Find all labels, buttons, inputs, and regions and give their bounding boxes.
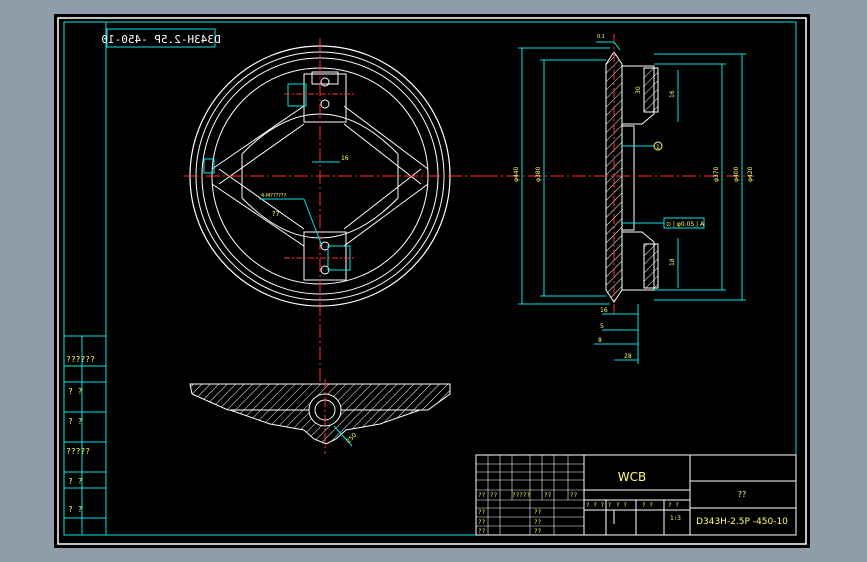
tb-cell: ????? xyxy=(512,492,530,499)
tb-cell: ? ? ? ? xyxy=(586,502,612,509)
tb-cell: ? ? xyxy=(616,502,627,509)
left-label: ? ? xyxy=(68,387,83,396)
top-mark: 0.1 xyxy=(597,34,605,40)
tolerance-text: ⊙ | φ0.05 | A xyxy=(666,221,705,228)
corner-code-text: D343H-2.5P -450-10 xyxy=(101,33,220,46)
tb-cell: ?? xyxy=(544,492,552,499)
tb-cell: ? ? xyxy=(642,502,653,509)
drawing-sheet: ?????? ? ? ? ? ????? ? ? ? ? D343H-2.5P … xyxy=(54,14,810,548)
balloon: 1 xyxy=(656,144,660,151)
part-name: ?? xyxy=(738,490,747,499)
left-label: ?????? xyxy=(66,355,95,364)
drawing-number: D343H-2.5P -450-10 xyxy=(696,517,788,527)
tb-cell: ?? xyxy=(534,509,542,516)
inner-frame xyxy=(63,21,797,536)
section-dim: 250 xyxy=(345,432,358,445)
side-view: 0.1 ⊙ | φ0.05 | A 1 xyxy=(484,34,754,364)
front-note-sub: ?? xyxy=(272,210,280,218)
tb-cell: ?? xyxy=(478,519,486,526)
tb-cell: ?? xyxy=(478,528,486,535)
corner-code-box xyxy=(106,28,216,48)
side-dim-small: 16 xyxy=(600,307,608,314)
side-dim-small: 5 xyxy=(600,323,604,330)
tb-cell: ?? xyxy=(534,519,542,526)
side-dim: φ370 xyxy=(713,166,720,182)
left-label: ? ? xyxy=(68,477,83,486)
side-dim-small: 18 xyxy=(669,258,676,266)
title-block-grid xyxy=(476,455,584,535)
side-dim-small: 28 xyxy=(624,353,632,360)
left-label: ? ? xyxy=(68,417,83,426)
tb-cell: ?? xyxy=(478,492,486,499)
side-dim: φ400 xyxy=(733,166,740,182)
cad-drawing: ?????? ? ? ? ? ????? ? ? ? ? D343H-2.5P … xyxy=(57,17,807,545)
tb-cell: ? ? xyxy=(668,502,679,509)
outer-border xyxy=(57,17,807,545)
side-dim: φ440 xyxy=(513,166,520,182)
tb-cell: ?? xyxy=(490,492,498,499)
side-dim: φ380 xyxy=(535,166,542,182)
front-note: 4-M?????? xyxy=(261,193,287,199)
front-view: 16 4-M?????? ?? xyxy=(184,38,484,384)
side-dim: φ420 xyxy=(747,166,754,182)
scale-value: 1:3 xyxy=(670,515,681,522)
left-label: ? ? xyxy=(68,505,83,514)
tb-cell: ?? xyxy=(478,509,486,516)
tb-cell: ?? xyxy=(534,528,542,535)
side-dim-small: 30 xyxy=(635,86,642,94)
front-dim-label: 16 xyxy=(341,155,349,162)
left-label: ????? xyxy=(66,447,90,456)
material-label: WCB xyxy=(618,470,646,484)
title-block xyxy=(475,454,797,536)
tb-cell: ?? xyxy=(570,492,578,499)
left-label-strip xyxy=(64,335,106,535)
section-view: 250 xyxy=(189,379,451,454)
side-dim-small: 8 xyxy=(598,337,602,344)
side-dim-small: 16 xyxy=(669,90,676,98)
